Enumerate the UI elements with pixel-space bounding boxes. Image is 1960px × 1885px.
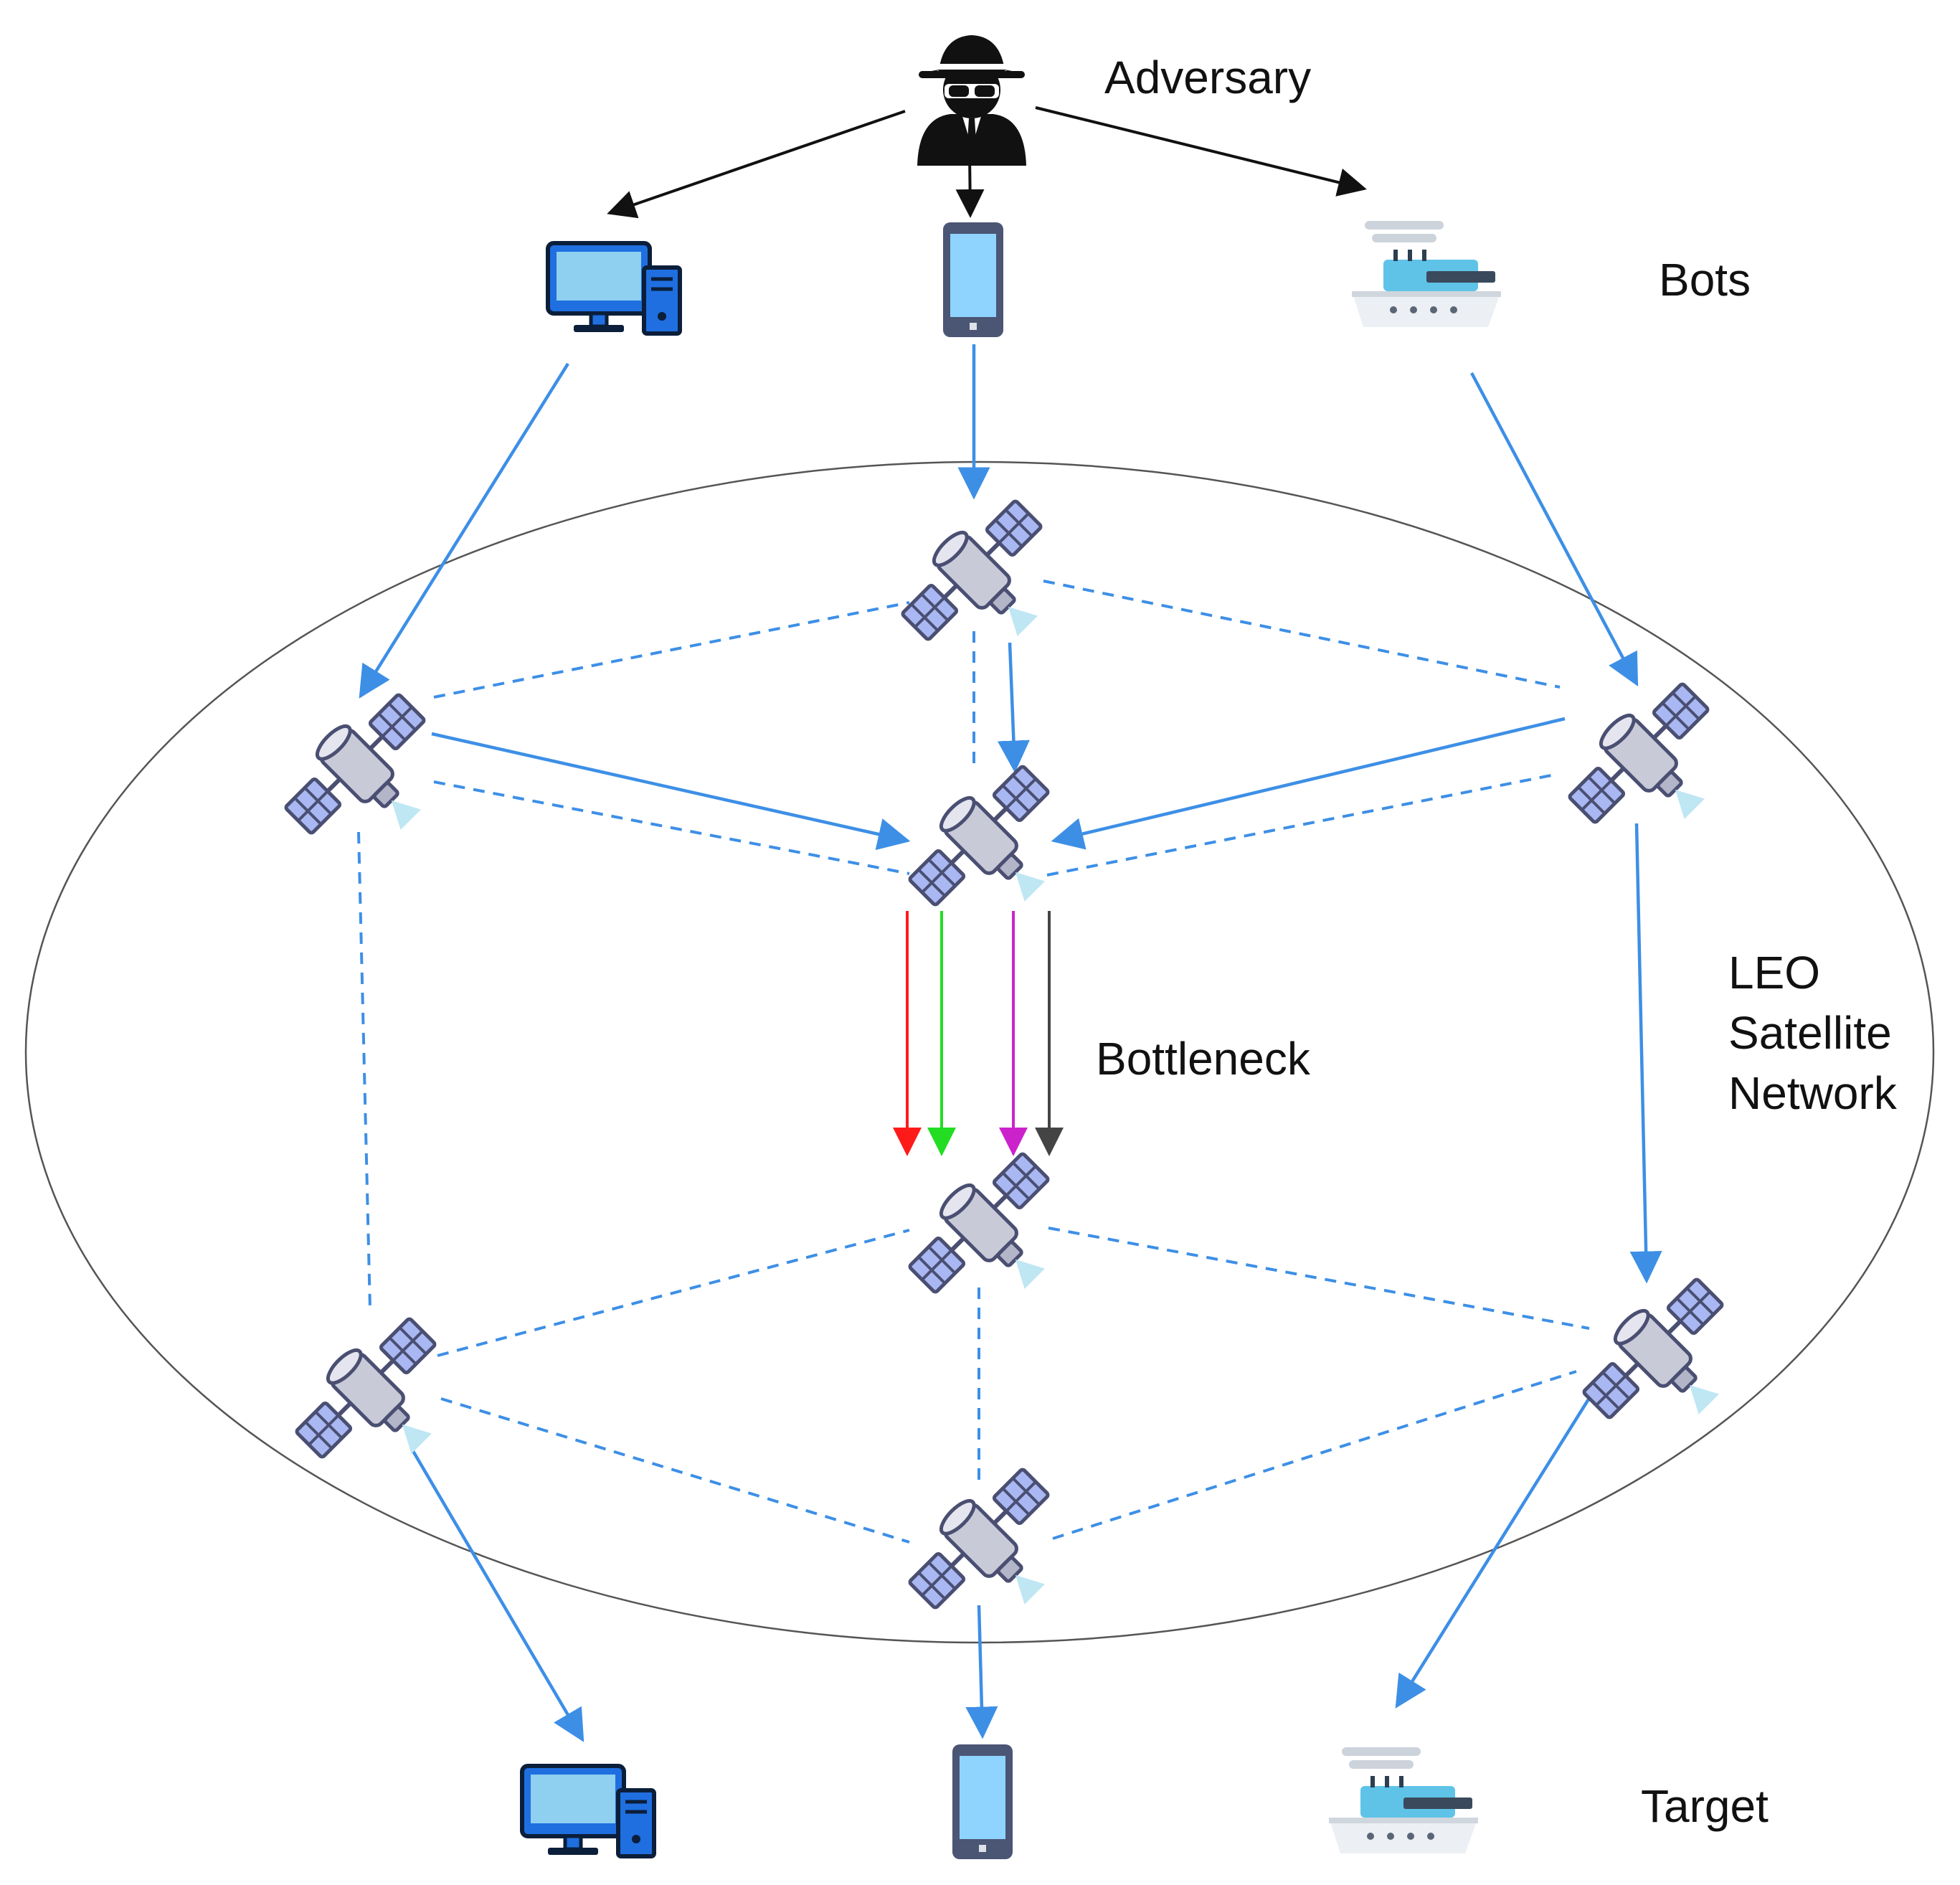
satellite-icon <box>895 752 1092 948</box>
bottleneck-label: Bottleneck <box>1096 1033 1311 1085</box>
network-label-line1: LEO <box>1728 947 1820 998</box>
satellite-icon <box>888 486 1084 683</box>
adversary-label: Adversary <box>1104 52 1311 103</box>
satellite-icon <box>271 680 468 877</box>
network-label-line3: Network <box>1728 1067 1898 1119</box>
smartphone-icon <box>952 1744 1013 1859</box>
desktop-computer-icon <box>548 243 680 334</box>
ship-icon <box>1352 221 1501 327</box>
ship-icon <box>1329 1747 1478 1853</box>
network-label-line2: Satellite <box>1728 1007 1892 1059</box>
desktop-computer-icon <box>522 1766 654 1856</box>
satellite-icon <box>1569 1265 1766 1461</box>
satellite-icon <box>895 1139 1092 1336</box>
satellite-icon <box>895 1455 1092 1651</box>
attack-traffic-links <box>359 344 1662 1284</box>
bots-label: Bots <box>1659 254 1751 306</box>
satellite-icon <box>1555 669 1751 866</box>
smartphone-icon <box>943 222 1003 337</box>
target-label: Target <box>1641 1780 1769 1832</box>
leo-network-boundary <box>24 460 1935 1644</box>
delivery-links <box>409 1383 1599 1742</box>
spy-icon <box>917 35 1026 166</box>
inter-satellite-links <box>357 580 1590 1544</box>
